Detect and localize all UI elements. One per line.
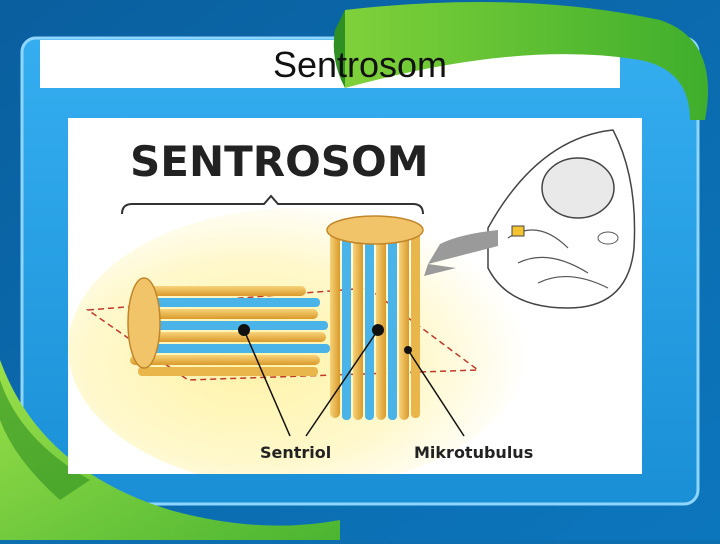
ribbon-bottom-left (0, 360, 340, 540)
cell-centrosome-marker (511, 225, 525, 237)
centriole-vertical (326, 215, 424, 420)
centriole-horizontal (127, 277, 330, 376)
cell-sketch (487, 129, 636, 309)
tube-v-3 (353, 224, 363, 420)
pointer-arrow (428, 230, 498, 264)
tube-h-4 (138, 321, 328, 330)
tube-v-8 (411, 232, 420, 418)
label-centriole: Sentriol (260, 443, 331, 462)
heading-bracket (121, 194, 424, 215)
tube-h-5 (128, 332, 326, 342)
tube-h-3 (132, 309, 318, 319)
figure-heading: SENTROSOM (130, 137, 429, 186)
slide-title: Sentrosom (272, 44, 448, 85)
tube-v-end (326, 215, 424, 245)
tube-h-7 (130, 355, 320, 365)
cell-nucleus (541, 157, 615, 219)
ribbon-fold-bottom (0, 380, 90, 500)
leader-line-2 (305, 329, 379, 437)
pointer-arrow-head (424, 264, 456, 276)
centrosome-figure: SENTROSOM (68, 118, 642, 488)
tube-h-2 (140, 298, 320, 307)
tube-v-5 (376, 222, 386, 420)
centrosome-illustration: SENTROSOM (68, 118, 642, 488)
leader-line-1 (243, 329, 291, 437)
tube-v-4 (365, 230, 374, 420)
tube-h-1 (136, 286, 306, 296)
tube-h-end (127, 277, 161, 369)
tube-h-6 (134, 344, 330, 353)
label-microtubule: Mikrotubulus (414, 443, 533, 462)
cell-organelle-2 (597, 231, 619, 245)
tube-h-8 (138, 367, 318, 376)
ribbon-fold-top (333, 10, 345, 88)
tube-v-6 (388, 228, 397, 420)
tube-v-1 (330, 228, 340, 418)
leader-line-3 (407, 349, 465, 437)
tube-v-7 (399, 224, 409, 420)
ribbon-top-right (345, 2, 708, 120)
tube-v-2 (342, 234, 351, 420)
